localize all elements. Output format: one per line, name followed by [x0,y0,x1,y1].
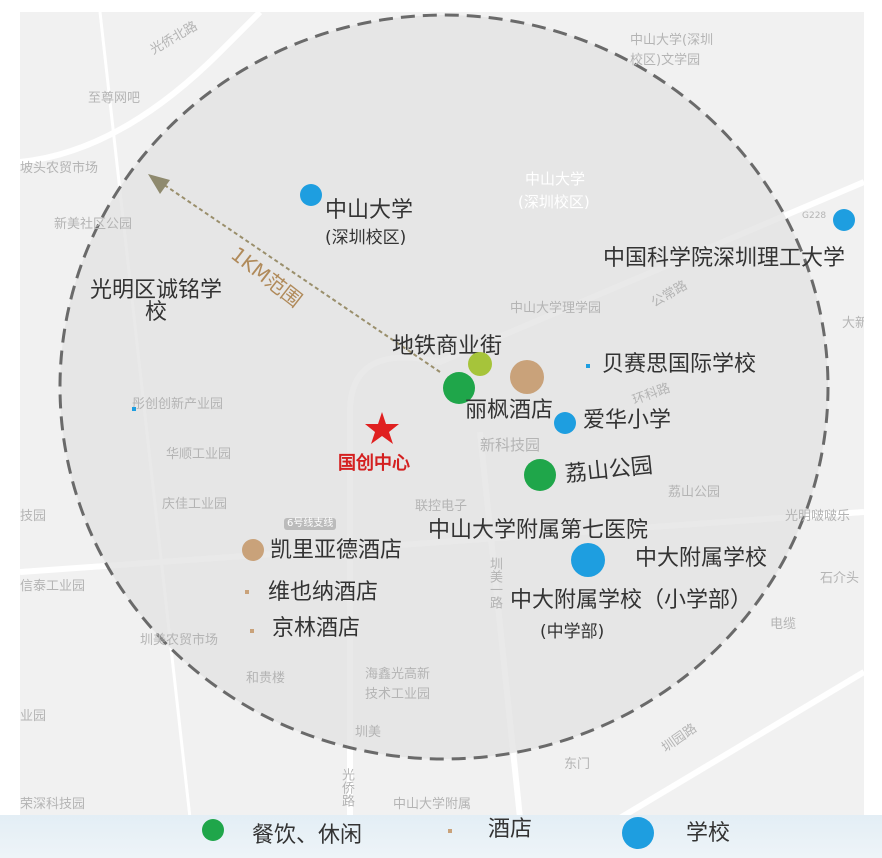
base-label: 业园 [20,709,47,724]
poi-label: 京林酒店 [272,616,361,641]
dining-marker[interactable] [443,372,475,404]
legend-dining-swatch [202,819,224,841]
hotel-marker[interactable] [245,590,249,594]
poi-label: 贝赛思国际学校 [602,352,757,377]
base-label: 彤创创新产业园 [132,397,224,412]
metro-icon [468,352,492,376]
poi-label: 维也纳酒店 [268,580,379,605]
school-marker[interactable] [300,184,322,206]
base-label: 庆佳工业园 [162,497,228,512]
star-icon [365,412,399,444]
poi-label: 光明区诚铭学校 [89,278,222,325]
poi-label: 丽枫酒店 [465,398,554,423]
base-label: 圳美一路 [487,557,502,609]
school-marker[interactable] [554,412,576,434]
base-label: 圳美农贸市场 [140,633,219,648]
base-label: 信泰工业园 [20,579,86,594]
base-label: 新美社区公园 [54,217,133,232]
legend-hotel-swatch [448,829,452,833]
base-label: 海鑫光高新 [365,667,431,682]
base-label: 中山大学理学园 [510,301,602,316]
base-label: 新科技园 [480,436,541,454]
dining-marker[interactable] [524,459,556,491]
base-label: 至尊网吧 [88,91,141,106]
range-arrow-line [159,181,441,373]
base-label: 中山大学附属 [393,797,472,812]
base-label: 东门 [564,757,591,772]
base-label: 技术工业园 [365,687,431,702]
base-label: 光侨路 [339,768,354,807]
base-label: G228 [802,211,827,221]
base-label: 荔山公园 [668,485,721,500]
center-label: 国创中心 [338,453,410,474]
base-label: 大新 [842,316,864,331]
legend-label: 餐饮、休闲 [252,823,363,848]
legend-school-swatch [622,817,654,849]
map-roads-layer [20,12,864,818]
legend: 餐饮、休闲 酒店 学校 [0,815,882,858]
base-label: 华顺工业园 [166,447,232,462]
hotel-marker[interactable] [250,629,254,633]
poi-label: 中国科学院深圳理工大学 [603,246,846,271]
base-label: 坡头农贸市场 [20,161,99,176]
school-marker[interactable] [132,407,136,411]
base-label: 荣深科技园 [20,797,86,812]
base-label: 中山大学(深圳 [630,33,714,48]
base-label: 电缆 [770,617,797,632]
poi-sublabel: (中学部) [540,622,605,642]
base-label: 校区)文学园 [630,53,701,68]
hotel-marker[interactable] [510,360,544,394]
base-label: 技园 [20,509,47,524]
base-label: 6号线支线 [284,518,337,530]
poi-label: 凯里亚德酒店 [270,538,403,563]
base-label: 石介头 [820,571,860,586]
road [618,669,864,818]
road [20,12,263,165]
school-marker[interactable] [833,209,855,231]
base-label: 联控电子 [415,499,468,514]
poi-sublabel: (深圳校区) [325,228,407,248]
arrow-head-icon [148,174,170,194]
legend-label: 学校 [686,821,731,846]
base-label: 和贵楼 [246,671,286,686]
poi-label: 中大附属学校 [635,546,768,571]
base-label: 圳美 [355,725,382,740]
base-label: 中山大学 [525,170,586,188]
school-marker[interactable] [571,543,605,577]
legend-label: 酒店 [488,817,533,842]
base-label: (深圳校区) [518,193,590,211]
poi-label: 中大附属学校（小学部） [510,588,753,613]
base-label: 光明啵啵乐 [785,509,851,524]
school-marker[interactable] [586,364,590,368]
poi-label: 爱华小学 [583,408,672,433]
poi-label: 中山大学附属第七医院 [428,518,649,543]
hotel-marker[interactable] [242,539,264,561]
map-canvas[interactable]: 1KM范围 国创中心 光侨北路 至尊网吧 坡头农贸市场 新美社区公园 中山大学(… [20,12,864,818]
poi-label: 中山大学 [325,198,414,223]
